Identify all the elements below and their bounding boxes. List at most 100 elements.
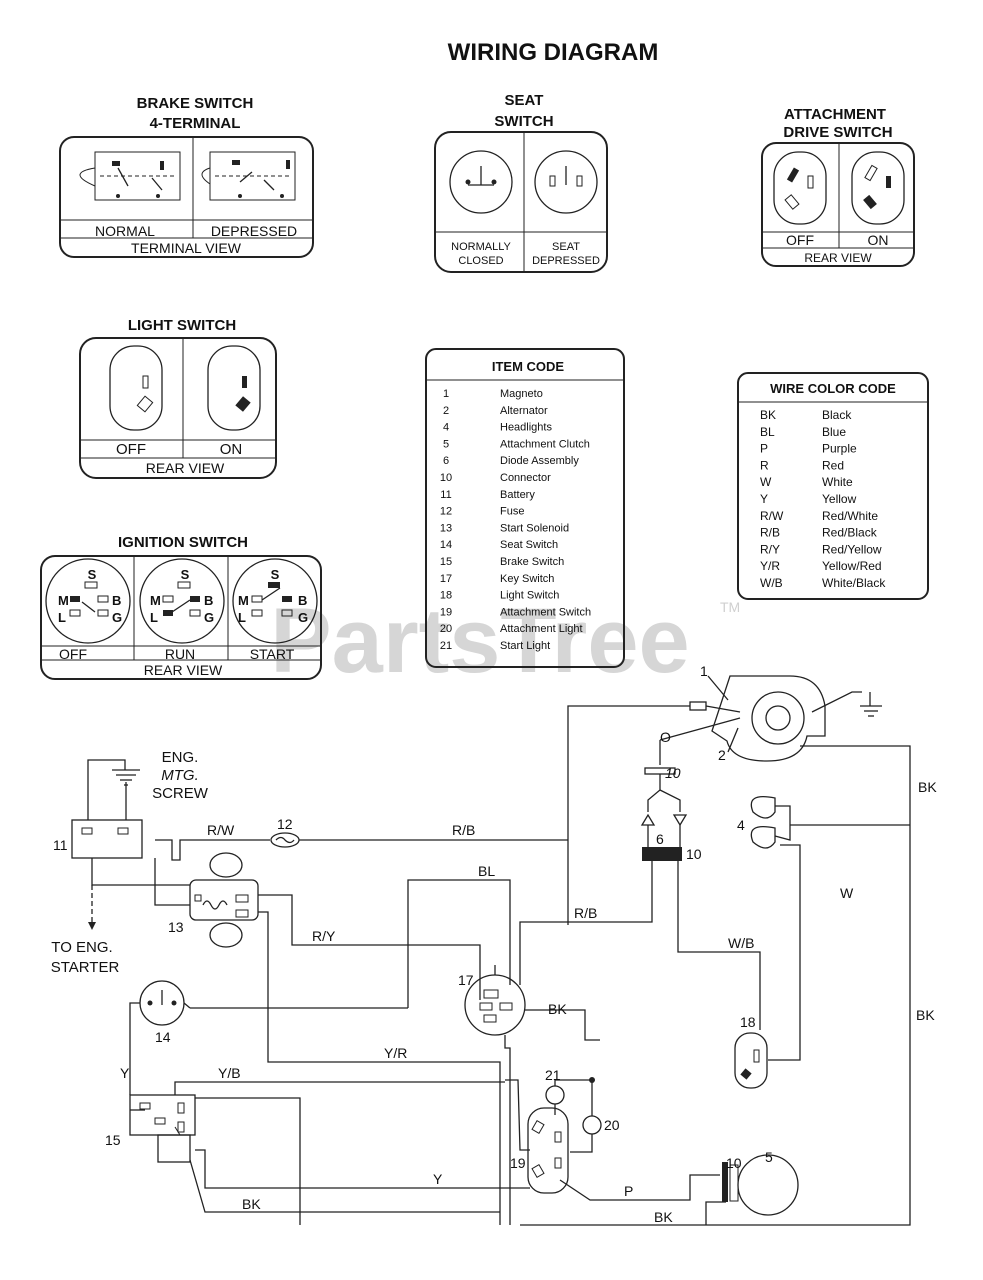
seat-switch-subtitle: SWITCH xyxy=(494,113,553,130)
ignition-switch-title: IGNITION SWITCH xyxy=(118,534,248,551)
ign-run-terminal-l: L xyxy=(150,610,158,625)
item-code-number: 21 xyxy=(440,640,452,652)
item-code-number: 17 xyxy=(440,573,452,585)
schematic: ENG. MTG. SCREW TO ENG. STARTER 1 2 O 10… xyxy=(51,663,938,1226)
item-label-19: 19 xyxy=(510,1155,526,1171)
wire-color-name: Black xyxy=(822,408,852,422)
light-switch-on-label: ON xyxy=(220,441,243,458)
wire-label-yb: Y/B xyxy=(218,1065,241,1081)
brake-switch-title: BRAKE SWITCH xyxy=(137,95,254,112)
label-o: O xyxy=(660,729,671,745)
item-code-number: 6 xyxy=(443,455,449,467)
wire-color-title: WIRE COLOR CODE xyxy=(770,381,896,396)
item-label-21: 21 xyxy=(545,1067,561,1083)
item-code-description: Alternator xyxy=(500,405,548,417)
item-code-description: Brake Switch xyxy=(500,556,564,568)
item-label-11: 11 xyxy=(53,837,68,853)
item-code-number: 19 xyxy=(440,606,452,618)
ign-start-terminal-m: M xyxy=(238,593,249,608)
wire-color-abbr: R/W xyxy=(760,509,784,523)
wire-color-abbr: R/B xyxy=(760,526,780,540)
item-code-description: Start Solenoid xyxy=(500,522,569,534)
wire-label-rw: R/W xyxy=(207,822,235,838)
item-code-title: ITEM CODE xyxy=(492,359,565,374)
item-code-number: 5 xyxy=(443,438,449,450)
wire-color-abbr: W xyxy=(760,475,772,489)
ign-start-terminal-b: B xyxy=(298,593,307,608)
item-label-12: 12 xyxy=(277,816,293,832)
ign-off-terminal-m: M xyxy=(58,593,69,608)
ign-run-terminal-b: B xyxy=(204,593,213,608)
item-code-description: Seat Switch xyxy=(500,539,558,551)
item-code-description: Key Switch xyxy=(500,573,554,585)
item-code-description: Battery xyxy=(500,489,535,501)
seat-switch-title: SEAT xyxy=(505,92,544,109)
attachment-switch-frame xyxy=(761,142,915,267)
ign-run-label: RUN xyxy=(165,646,195,662)
item-code-description: Diode Assembly xyxy=(500,455,579,467)
item-label-15: 15 xyxy=(105,1132,121,1148)
ign-off-terminal-l: L xyxy=(58,610,66,625)
ign-view-label: REAR VIEW xyxy=(144,662,223,678)
wire-color-abbr: Y xyxy=(760,492,768,506)
wire-label-ry: R/Y xyxy=(312,928,336,944)
item-label-17: 17 xyxy=(458,972,474,988)
ign-run-terminal-m: M xyxy=(150,593,161,608)
ign-start-terminal-l: L xyxy=(238,610,246,625)
schematic-labels: ENG. MTG. SCREW TO ENG. STARTER 1 2 O 10… xyxy=(51,663,938,1225)
seat-switch-right-line1: SEAT xyxy=(552,241,580,253)
wire-label-y-2: Y xyxy=(433,1171,443,1187)
wire-color-name: Red/White xyxy=(822,509,878,523)
seat-switch-left-line1: NORMALLY xyxy=(451,241,511,253)
light-switch-title: LIGHT SWITCH xyxy=(128,317,236,334)
wire-color-name: Red xyxy=(822,458,844,472)
item-label-1: 1 xyxy=(700,663,708,679)
brake-switch-view-label: TERMINAL VIEW xyxy=(131,240,242,256)
seat-switch-right-line2: DEPRESSED xyxy=(532,255,600,267)
wire-color-name: White xyxy=(822,475,853,489)
wire-color-abbr: W/B xyxy=(760,576,783,590)
brake-switch-subtitle: 4-TERMINAL xyxy=(150,115,241,132)
wire-label-bk-2: BK xyxy=(242,1196,261,1212)
item-code-number: 10 xyxy=(440,472,452,484)
wire-color-abbr: BL xyxy=(760,425,775,439)
item-code-number: 11 xyxy=(440,489,451,501)
item-code-description: Fuse xyxy=(500,506,524,518)
eng-label-3: SCREW xyxy=(152,785,209,802)
ign-run-terminal-s: S xyxy=(181,567,190,582)
item-code-number: 20 xyxy=(440,623,452,635)
ign-run-terminal-g: G xyxy=(204,610,214,625)
wire-color-name: White/Black xyxy=(822,576,886,590)
item-code-number: 12 xyxy=(440,506,452,518)
wire-label-bk-1: BK xyxy=(548,1001,567,1017)
item-code-number: 13 xyxy=(440,522,452,534)
item-code-number: 2 xyxy=(443,405,449,417)
seat-switch-left-line2: CLOSED xyxy=(458,255,503,267)
ignition-switch-frame xyxy=(40,555,322,680)
attachment-switch-panel: ATTACHMENT DRIVE SWITCH OFF ON REAR VIEW xyxy=(761,106,915,267)
wire-color-name: Yellow/Red xyxy=(822,559,882,573)
ign-off-terminal-g: G xyxy=(112,610,122,625)
attachment-switch-view-label: REAR VIEW xyxy=(804,251,872,265)
item-code-description: Start Light xyxy=(500,640,550,652)
wire-color-abbr: P xyxy=(760,442,768,456)
ign-start-label: START xyxy=(250,646,295,662)
ign-off-label: OFF xyxy=(59,646,87,662)
ignition-switch-panel: IGNITION SWITCH S M B L G S M B L G S M … xyxy=(40,534,322,680)
wire-label-y-1: Y xyxy=(120,1065,130,1081)
brake-switch-normal-label: NORMAL xyxy=(95,223,155,239)
wire-label-p: P xyxy=(624,1183,633,1199)
brake-switch-panel: BRAKE SWITCH 4-TERMINAL NORMAL DEPRESSED… xyxy=(59,95,314,258)
seat-switch-frame xyxy=(434,131,608,273)
wire-label-yr: Y/R xyxy=(384,1045,407,1061)
item-code-number: 15 xyxy=(440,556,452,568)
watermark-tm: TM xyxy=(720,599,740,615)
item-code-description: Attachment Light xyxy=(500,623,583,635)
item-label-14: 14 xyxy=(155,1029,171,1045)
light-switch-off-label: OFF xyxy=(116,441,146,458)
magneto-engine xyxy=(707,675,882,762)
item-code-number: 14 xyxy=(440,539,452,551)
wire-color-frame xyxy=(737,372,929,600)
attachment-switch-on-label: ON xyxy=(868,232,889,248)
